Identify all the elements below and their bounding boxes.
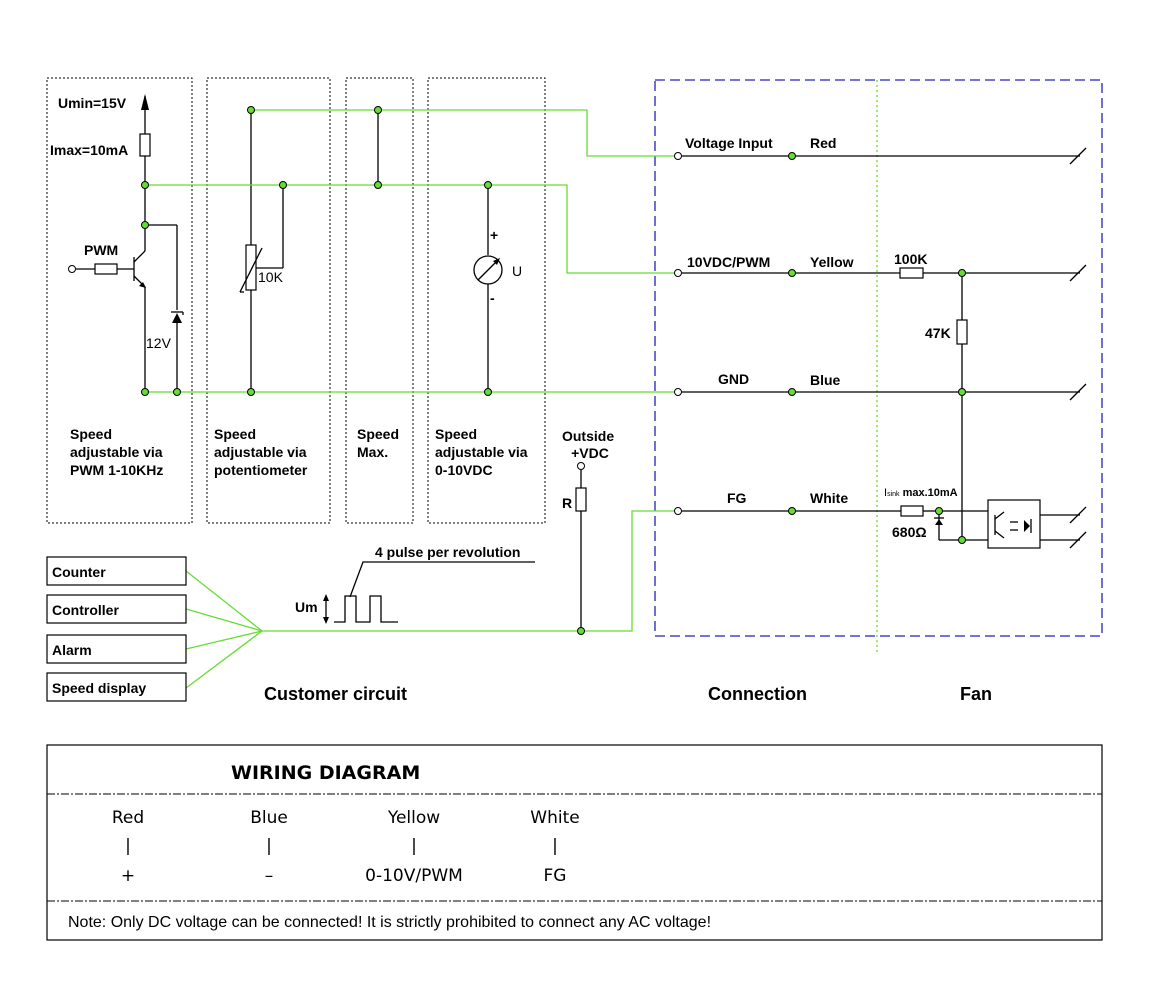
table-meaning-yellow: 0-10V/PWM <box>365 866 463 886</box>
connection-title: Connection <box>708 684 807 704</box>
speed-display-label: Speed display <box>52 680 146 696</box>
max-block-caption: Speed Max. <box>357 426 403 460</box>
um-label: Um <box>295 599 318 615</box>
imax-label: Imax=10mA <box>50 142 128 158</box>
isink-label: Isink max.10mA <box>884 487 958 499</box>
pulse-waveform <box>323 561 535 624</box>
wiring-table-title: WIRING DIAGRAM <box>231 762 420 784</box>
wire-signal-pwm: 10VDC/PWM <box>687 254 770 270</box>
r100k-label: 100K <box>894 251 927 267</box>
table-meaning-blue: – <box>265 866 274 886</box>
alarm-box <box>46 634 187 664</box>
potentiometer-circuit <box>239 110 284 392</box>
connection-fan-frame <box>654 79 1103 637</box>
junction-dots <box>141 106 966 635</box>
wire-color-blue: Blue <box>810 372 841 388</box>
wire-signal-fg: FG <box>727 490 747 506</box>
wire-color-yellow: Yellow <box>810 254 854 270</box>
meter-plus-label: + <box>490 227 498 243</box>
r-label: R <box>562 495 572 511</box>
controller-box <box>46 594 187 624</box>
table-bar-yellow: | <box>411 836 417 856</box>
table-bar-white: | <box>552 836 558 856</box>
alarm-label: Alarm <box>52 642 92 658</box>
table-bar-blue: | <box>266 836 272 856</box>
meter-minus-label: - <box>490 290 495 306</box>
table-color-white: White <box>530 808 579 828</box>
pwm-label: PWM <box>84 242 118 258</box>
table-meaning-red: + <box>121 866 135 886</box>
speed-display-box <box>46 672 187 702</box>
table-color-yellow: Yellow <box>387 808 440 828</box>
controller-label: Controller <box>52 602 119 618</box>
voltage-block-caption: Speed adjustable via 0-10VDC <box>435 426 531 478</box>
dc-voltage-note: Note: Only DC voltage can be connected! … <box>68 914 711 931</box>
voltage-source-circuit <box>473 185 503 392</box>
pot-value-label: 10K <box>258 269 284 285</box>
r47k-label: 47K <box>925 325 951 341</box>
table-color-blue: Blue <box>250 808 288 828</box>
pullup-resistor-circuit <box>575 462 587 631</box>
pwm-circuit <box>68 94 184 392</box>
counter-label: Counter <box>52 564 106 580</box>
outside-vdc-label: Outside +VDC <box>562 428 618 461</box>
wire-color-red: Red <box>810 135 836 151</box>
pwm-block-caption: Speed adjustable via PWM 1-10KHz <box>70 426 166 478</box>
counter-box <box>46 556 187 586</box>
fan-title: Fan <box>960 684 992 704</box>
pulse-label: 4 pulse per revolution <box>375 544 520 560</box>
zener-label: 12V <box>146 335 172 351</box>
table-bar-red: | <box>125 836 131 856</box>
device-list: Counter Controller Alarm Speed display <box>46 556 187 702</box>
r680-label: 680Ω <box>892 524 927 540</box>
pwm-block-frame <box>46 77 193 524</box>
wire-color-white: White <box>810 490 848 506</box>
meter-u-label: U <box>512 263 522 279</box>
wire-signal-gnd: GND <box>718 371 749 387</box>
voltage-block-frame <box>427 77 546 524</box>
potentiometer-block-frame <box>206 77 331 524</box>
potentiometer-block-caption: Speed adjustable via potentiometer <box>214 426 310 478</box>
table-color-red: Red <box>112 808 144 828</box>
max-block-frame <box>345 77 414 524</box>
wiring-table: WIRING DIAGRAM Red | + Blue | – Yellow |… <box>46 744 1103 941</box>
table-meaning-white: FG <box>544 866 567 886</box>
customer-circuit-title: Customer circuit <box>264 684 407 704</box>
umin-label: Umin=15V <box>58 95 127 111</box>
wire-signal-voltage-input: Voltage Input <box>685 135 773 151</box>
green-wires <box>145 109 678 689</box>
